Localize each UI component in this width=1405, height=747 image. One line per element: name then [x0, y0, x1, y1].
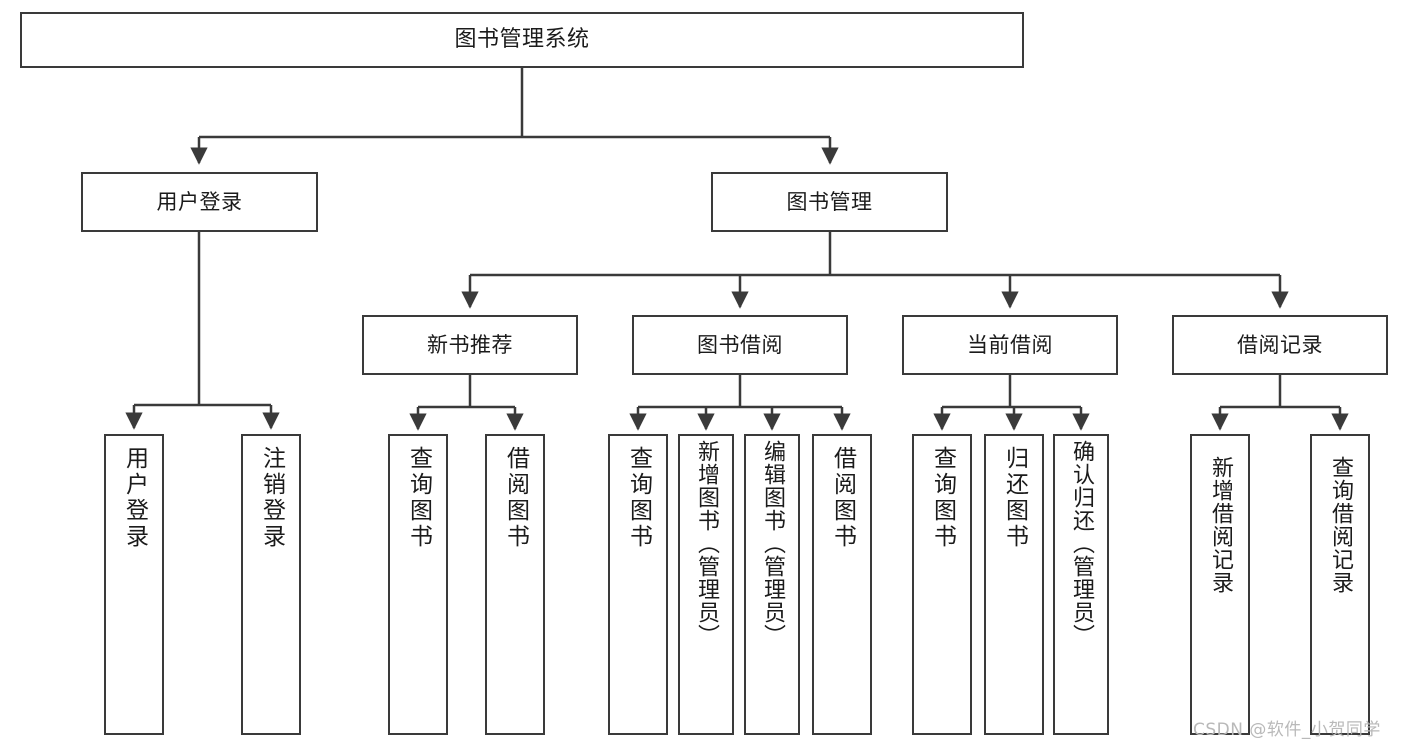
node-leaf-borrow-book-2[interactable]: 借阅图书: [812, 434, 872, 735]
node-leaf-query-book-3-label: 查询图书: [929, 446, 956, 550]
node-leaf-user-login-label: 用户登录: [121, 446, 148, 550]
node-leaf-user-login[interactable]: 用户登录: [104, 434, 164, 735]
node-leaf-user-logout-label: 注销登录: [258, 446, 285, 550]
node-current-borrow-label: 当前借阅: [967, 332, 1053, 357]
node-book-borrow-label: 图书借阅: [697, 332, 783, 357]
node-book-borrow[interactable]: 图书借阅: [632, 315, 848, 375]
node-book-manage-label: 图书管理: [786, 189, 873, 214]
node-leaf-confirm-return[interactable]: 确认归还（管理员）: [1053, 434, 1109, 735]
node-leaf-query-book-3[interactable]: 查询图书: [912, 434, 972, 735]
node-leaf-query-book-2[interactable]: 查询图书: [608, 434, 668, 735]
node-leaf-query-record[interactable]: 查询借阅记录: [1310, 434, 1370, 735]
node-leaf-add-record-label: 新增借阅记录: [1208, 456, 1233, 594]
node-borrow-record-label: 借阅记录: [1237, 332, 1323, 357]
node-leaf-query-book-1-label: 查询图书: [405, 446, 432, 550]
node-user-login[interactable]: 用户登录: [81, 172, 318, 232]
node-leaf-confirm-return-label: 确认归还（管理员）: [1069, 440, 1094, 647]
node-leaf-borrow-book-2-label: 借阅图书: [829, 446, 856, 550]
node-leaf-edit-book[interactable]: 编辑图书（管理员）: [744, 434, 800, 735]
node-new-book-rec-label: 新书推荐: [427, 332, 513, 357]
node-leaf-return-book-label: 归还图书: [1001, 446, 1028, 550]
node-root[interactable]: 图书管理系统: [20, 12, 1024, 68]
node-leaf-query-record-label: 查询借阅记录: [1328, 456, 1353, 594]
node-root-label: 图书管理系统: [454, 27, 590, 53]
node-leaf-borrow-book-1[interactable]: 借阅图书: [485, 434, 545, 735]
node-book-manage[interactable]: 图书管理: [711, 172, 948, 232]
watermark-text: CSDN @软件_小贺同学: [1193, 720, 1381, 740]
node-leaf-add-book-label: 新增图书（管理员）: [694, 440, 719, 647]
node-new-book-rec[interactable]: 新书推荐: [362, 315, 578, 375]
node-leaf-borrow-book-1-label: 借阅图书: [502, 446, 529, 550]
node-leaf-add-record[interactable]: 新增借阅记录: [1190, 434, 1250, 735]
node-borrow-record[interactable]: 借阅记录: [1172, 315, 1388, 375]
node-current-borrow[interactable]: 当前借阅: [902, 315, 1118, 375]
node-leaf-query-book-2-label: 查询图书: [625, 446, 652, 550]
node-leaf-edit-book-label: 编辑图书（管理员）: [760, 440, 785, 647]
node-leaf-add-book[interactable]: 新增图书（管理员）: [678, 434, 734, 735]
node-leaf-query-book-1[interactable]: 查询图书: [388, 434, 448, 735]
node-user-login-label: 用户登录: [156, 189, 243, 214]
node-leaf-return-book[interactable]: 归还图书: [984, 434, 1044, 735]
node-leaf-user-logout[interactable]: 注销登录: [241, 434, 301, 735]
